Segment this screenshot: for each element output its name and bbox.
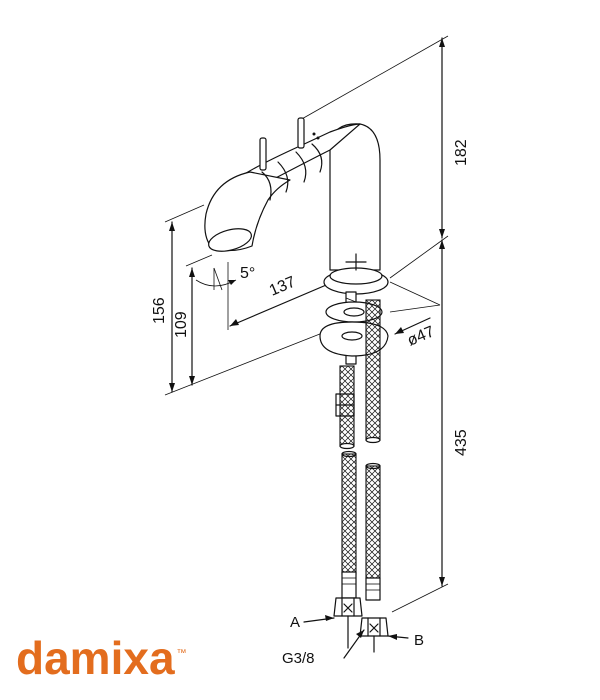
label-connection-a: A — [290, 614, 300, 631]
brand-logo: damixa ™ — [16, 634, 187, 682]
dim-spout-reach: 137 — [267, 274, 298, 300]
hoses — [333, 299, 389, 653]
dim-outlet-height: 109 — [173, 311, 190, 338]
dim-spout-angle: 5° — [240, 265, 255, 282]
label-thread-size: G3/8 — [282, 650, 315, 667]
dim-spout-height: 156 — [151, 297, 168, 324]
faucet-body — [204, 117, 389, 295]
dimension-lines — [164, 35, 449, 613]
callout-leaders — [303, 615, 409, 659]
brand-name: damixa — [16, 632, 175, 684]
brand-trademark: ™ — [176, 648, 187, 659]
dim-hose-length: 435 — [453, 429, 470, 456]
label-connection-b: B — [414, 632, 424, 649]
dim-total-height: 182 — [453, 139, 470, 166]
